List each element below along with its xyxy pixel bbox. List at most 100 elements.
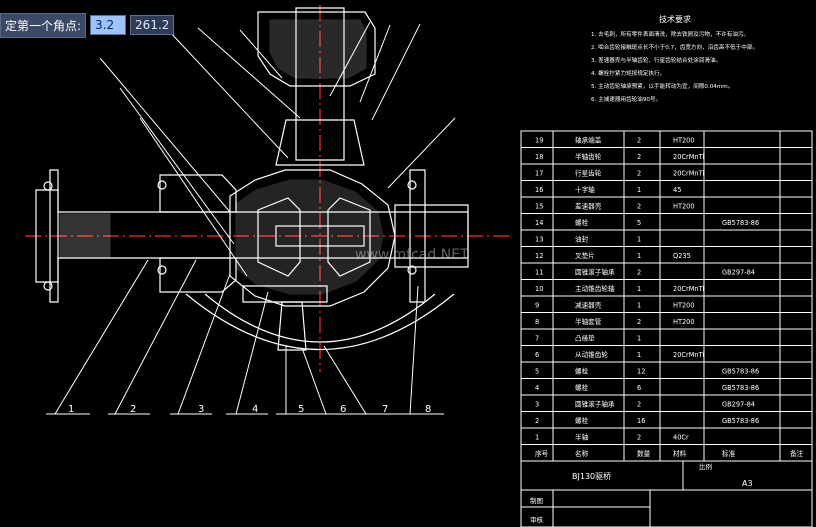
left-hub-hatch bbox=[59, 213, 111, 259]
bom-cell: 圆锥滚子轴承 bbox=[575, 268, 615, 277]
bom-cell: 16 bbox=[535, 186, 543, 194]
bom-cell: 2 bbox=[637, 434, 641, 442]
right-flange bbox=[409, 169, 426, 303]
bom-cell: 5 bbox=[637, 219, 641, 227]
bom-cell: 40Cr bbox=[673, 434, 689, 442]
callout-2: 2 bbox=[130, 404, 136, 415]
bom-header-cell: 材料 bbox=[673, 449, 687, 458]
bolt-housing-left-top bbox=[157, 180, 167, 190]
bolt-housing-right-bottom bbox=[407, 265, 417, 275]
bom-cell: 20CrMnTi bbox=[673, 351, 704, 359]
callout-7: 7 bbox=[382, 404, 388, 415]
pinion-gear bbox=[275, 119, 365, 166]
technical-requirements-block: 技术要求 1. 去毛刺，所有零件表面清洗，除去铁屑及污物，不许有油污。 2. 啮… bbox=[591, 14, 758, 103]
upper-bearing-hatch bbox=[269, 19, 367, 79]
y-coordinate-input[interactable]: 261.2 bbox=[130, 15, 175, 35]
bom-cell: 螺栓 bbox=[575, 367, 589, 376]
bom-cell: 11 bbox=[535, 269, 543, 277]
bom-cell: 8 bbox=[535, 318, 539, 326]
bom-cell: 1 bbox=[637, 285, 641, 293]
title-block bbox=[520, 460, 813, 527]
title-block-sheet-size: A3 bbox=[742, 479, 753, 488]
ring-gear-left bbox=[257, 197, 301, 277]
bom-cell: 2 bbox=[637, 153, 641, 161]
leader-lines bbox=[46, 21, 456, 415]
title-block-design-label: 制图 bbox=[530, 496, 543, 505]
callout-3: 3 bbox=[198, 404, 204, 415]
housing-upper-left bbox=[159, 174, 237, 213]
tech-req-item-6: 6. 主减速器用齿轮油90号。 bbox=[591, 95, 661, 103]
bom-cell: 1 bbox=[637, 186, 641, 194]
bottom-gear-small bbox=[277, 301, 307, 351]
coordinate-input-prompt: 定第一个角点: 3.2 261.2 bbox=[0, 12, 175, 38]
right-hub bbox=[394, 204, 469, 268]
bom-cell: 2 bbox=[637, 137, 641, 145]
bom-cell: 20CrMnTi bbox=[673, 285, 704, 293]
bom-cell: HT200 bbox=[673, 302, 695, 310]
bom-cell: HT200 bbox=[673, 137, 695, 145]
bom-cell: 1 bbox=[637, 252, 641, 260]
bom-cell: 行星齿轮 bbox=[575, 169, 602, 178]
bom-cell: GB5783-86 bbox=[722, 368, 759, 376]
bom-cell: 3 bbox=[535, 401, 539, 409]
x-coordinate-input[interactable]: 3.2 bbox=[90, 15, 127, 35]
bom-cell: 2 bbox=[637, 269, 641, 277]
watermark-text: www.mfcad.NET bbox=[355, 247, 469, 263]
tech-req-item-3: 3. 差速器壳与半轴齿轮、行星齿轮结合处涂润滑油。 bbox=[591, 56, 721, 64]
bom-cell: GB297-84 bbox=[722, 401, 755, 409]
bom-cell: 1 bbox=[637, 351, 641, 359]
bom-header-cell: 标准 bbox=[722, 449, 736, 458]
differential-shell bbox=[229, 169, 396, 307]
pinion-shaft-core bbox=[275, 225, 365, 247]
bom-cell: 2 bbox=[637, 318, 641, 326]
bom-cell: 2 bbox=[637, 170, 641, 178]
bom-cell: GB5783-86 bbox=[722, 219, 759, 227]
bom-cell: 15 bbox=[535, 203, 543, 211]
bom-cell: 差速器壳 bbox=[575, 202, 602, 211]
bom-cell: 5 bbox=[535, 368, 539, 376]
bom-cell: 10 bbox=[535, 285, 543, 293]
bolt-housing-left-bottom bbox=[157, 265, 167, 275]
bolt-left-top bbox=[43, 181, 53, 191]
bom-cell: 9 bbox=[535, 302, 539, 310]
tech-req-item-4: 4. 螺栓拧紧力矩按规定执行。 bbox=[591, 69, 665, 77]
bom-cell: 螺栓 bbox=[575, 218, 589, 227]
bom-cell: 20CrMnTi bbox=[673, 153, 704, 161]
coordinate-prompt-label: 定第一个角点: bbox=[0, 12, 87, 38]
callout-6: 6 bbox=[340, 404, 346, 415]
bom-cell: 14 bbox=[535, 219, 543, 227]
bom-cell: 半轴 bbox=[575, 433, 589, 442]
tech-req-item-2: 2. 啮合齿轮接触斑点长不小于0.7，齿宽方向，沿齿高不低于中部。 bbox=[591, 43, 758, 51]
lower-housing-arc-inner bbox=[204, 293, 436, 343]
bom-header-cell: 数量 bbox=[637, 449, 651, 458]
callout-8: 8 bbox=[425, 404, 431, 415]
bom-cell: 凸缘垫 bbox=[575, 334, 595, 343]
bom-cell: 1 bbox=[637, 335, 641, 343]
callout-5: 5 bbox=[298, 404, 304, 415]
bom-row-lines bbox=[521, 147, 812, 462]
bom-cell: HT200 bbox=[673, 318, 695, 326]
bom-cell: 螺栓 bbox=[575, 416, 589, 425]
tech-req-item-1: 1. 去毛刺，所有零件表面清洗，除去铁屑及污物，不许有油污。 bbox=[591, 30, 749, 38]
bom-cell: 轴承端盖 bbox=[575, 136, 602, 145]
bom-cell: 2 bbox=[535, 417, 539, 425]
bom-cell: 13 bbox=[535, 236, 543, 244]
bom-table bbox=[520, 130, 813, 462]
bom-cell: 16 bbox=[637, 417, 645, 425]
bom-cell: 12 bbox=[637, 368, 645, 376]
bom-cell: 17 bbox=[535, 170, 543, 178]
bolt-left-bottom bbox=[43, 281, 53, 291]
bom-cell: 20CrMnTi bbox=[673, 170, 704, 178]
left-flange bbox=[35, 189, 59, 283]
tech-req-item-5: 5. 主动齿轮轴承预紧，以手能转动为宜，间隙0.04mm。 bbox=[591, 82, 733, 90]
bom-cell: GB297-84 bbox=[722, 269, 755, 277]
bolt-housing-right-top bbox=[407, 180, 417, 190]
bom-cell: GB5783-86 bbox=[722, 384, 759, 392]
bom-cell: 叉垫片 bbox=[575, 251, 595, 260]
bom-cell: 6 bbox=[637, 384, 641, 392]
bom-cell: 2 bbox=[637, 401, 641, 409]
bom-cell: 1 bbox=[637, 236, 641, 244]
bom-cell: 2 bbox=[637, 203, 641, 211]
